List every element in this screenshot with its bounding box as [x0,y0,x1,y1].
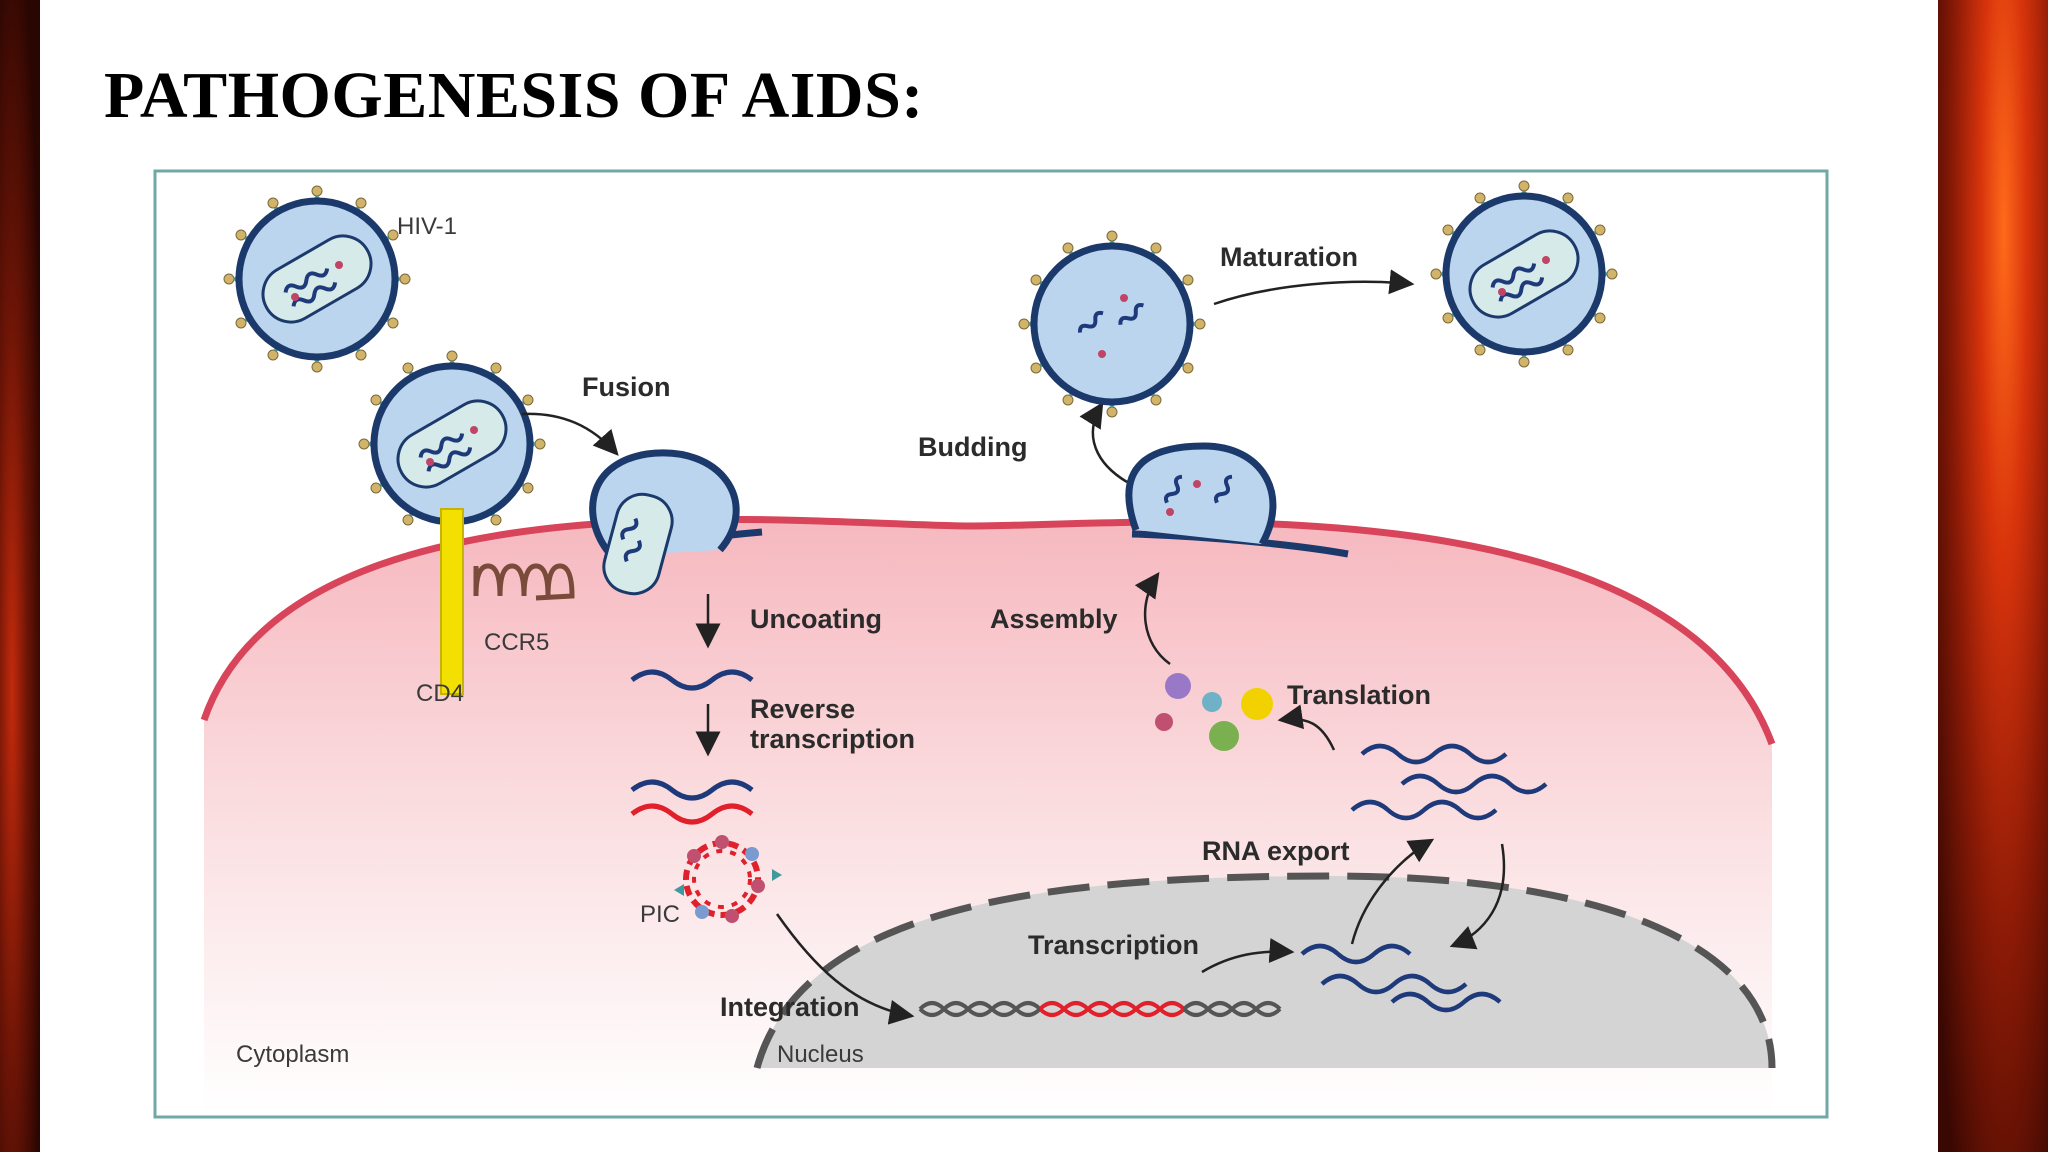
label-maturation: Maturation [1220,242,1358,272]
label-hiv: HIV-1 [397,213,457,240]
slide-title: PATHOGENESIS OF AIDS: [104,59,924,132]
background-right [1938,0,2048,1152]
label-integration: Integration [720,992,860,1022]
label-uncoating: Uncoating [750,604,882,634]
label-pic: PIC [640,901,680,928]
label-budding: Budding [918,432,1027,462]
nucleus [757,876,1772,1068]
label-cd4: CD4 [416,680,464,707]
label-nucleus: Nucleus [777,1041,864,1068]
pic-complex [674,835,782,923]
viral-dna-blue [630,779,754,801]
cell-membrane [200,515,1776,746]
viral-dna-red [630,803,754,825]
label-reverse-transcription: transcription [750,724,915,754]
exported-rna [1350,743,1548,821]
label-ccr5: CCR5 [484,629,549,656]
label-cytoplasm: Cytoplasm [236,1041,349,1068]
ccr5-receptor [473,563,575,601]
label-reverse: Reverse [750,694,855,724]
budding-virion [1125,442,1277,546]
label-rna-export: RNA export [1202,836,1350,866]
label-transcription: Transcription [1028,930,1199,960]
cd4-receptor [440,508,464,695]
label-assembly: Assembly [990,604,1118,634]
host-dna [918,1001,1282,1017]
viral-rna [630,669,754,691]
hiv-lifecycle-diagram: HIV-1 CCR5 CD4 Fusion Uncoating Reverse … [153,169,1829,1119]
label-fusion: Fusion [582,372,671,402]
viral-proteins [1155,673,1273,751]
label-translation: Translation [1287,680,1431,710]
nuclear-rna [1300,943,1502,1013]
background-left [0,0,40,1152]
